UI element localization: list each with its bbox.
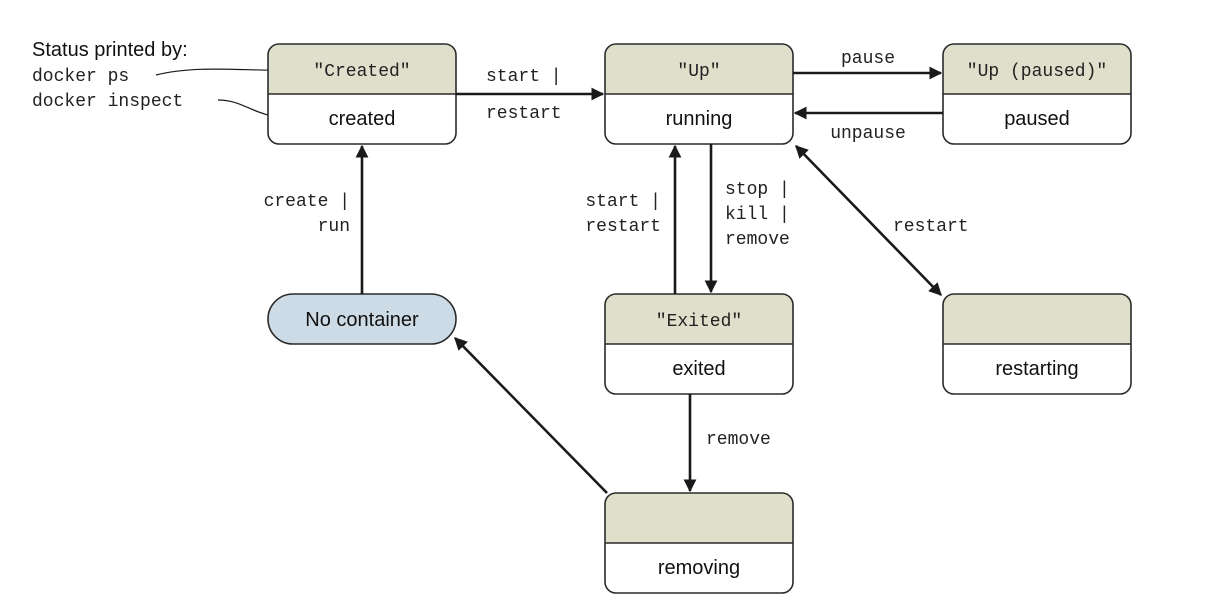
label-paused-to-running: unpause (830, 124, 906, 144)
state-running: "Up" running (604, 43, 794, 145)
state-exited-inspect-status: exited (672, 358, 725, 380)
label-running-to-paused: pause (841, 49, 895, 69)
state-exited: "Exited" exited (604, 293, 794, 395)
label-running-to-exited-2: kill | (725, 205, 790, 225)
label-none-to-created-1: create | (264, 192, 350, 212)
label-exited-to-removing: remove (706, 430, 771, 450)
transition-running-to-exited: stop | kill | remove (704, 144, 790, 294)
label-created-to-running-1: start | (486, 67, 562, 87)
state-exited-ps-status: "Exited" (656, 312, 742, 332)
label-exited-to-running-1: start | (585, 192, 661, 212)
legend-title: Status printed by: (32, 39, 188, 61)
state-created-ps-status: "Created" (313, 62, 410, 82)
transition-created-to-running: start | restart (456, 67, 605, 124)
transition-running-restarting: restart (795, 145, 969, 296)
state-paused-inspect-status: paused (1004, 108, 1070, 130)
legend-docker-ps: docker ps (32, 67, 129, 87)
state-removing-inspect-status: removing (658, 557, 740, 579)
state-created-inspect-status: created (329, 108, 396, 130)
state-running-ps-status: "Up" (677, 62, 720, 82)
state-running-inspect-status: running (666, 108, 733, 130)
label-running-restarting: restart (893, 217, 969, 237)
label-created-to-running-2: restart (486, 104, 562, 124)
state-no-container: No container (267, 293, 457, 345)
transition-removing-to-none (454, 337, 608, 494)
label-running-to-exited-3: remove (725, 230, 790, 250)
label-exited-to-running-2: restart (585, 217, 661, 237)
transition-running-to-paused: pause (793, 49, 943, 80)
label-running-to-exited-1: stop | (725, 180, 790, 200)
legend-docker-inspect: docker inspect (32, 92, 183, 112)
label-none-to-created-2: run (318, 217, 350, 237)
no-container-label: No container (305, 309, 419, 331)
state-restarting: restarting (942, 293, 1132, 395)
state-removing: removing (604, 492, 794, 594)
transition-none-to-created: create | run (264, 144, 369, 294)
state-paused: "Up (paused)" paused (942, 43, 1132, 145)
arrow-running-restarting (795, 145, 942, 296)
state-created: "Created" created (267, 43, 457, 145)
transition-exited-to-removing: remove (683, 394, 771, 493)
arrow-removing-to-none (454, 337, 608, 494)
transition-paused-to-running: unpause (793, 106, 943, 144)
state-restarting-inspect-status: restarting (995, 358, 1078, 380)
state-paused-ps-status: "Up (paused)" (967, 62, 1107, 82)
legend: Status printed by: docker ps docker insp… (32, 39, 321, 123)
transition-exited-to-running: start | restart (585, 144, 682, 294)
